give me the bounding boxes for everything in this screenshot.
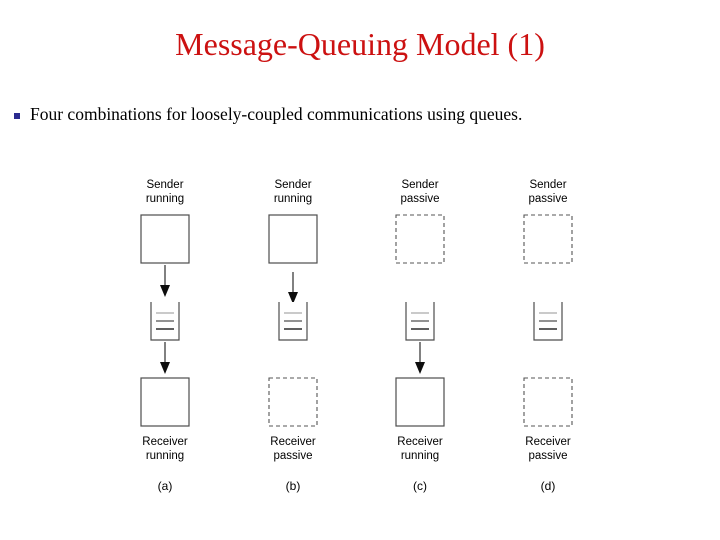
panel-c-receiver-label-line1: Receiver: [397, 436, 443, 448]
panel-c-receiver-label-line2: running: [401, 450, 439, 462]
panel-c-receiver-box: [395, 377, 445, 427]
panel-a-sender-box: [140, 214, 190, 264]
panel-d-receiver-box: [523, 377, 573, 427]
panel-d: Sender passive Receiver passive (d): [523, 179, 573, 493]
panel-d-sender-label-line1: Sender: [529, 179, 566, 191]
panel-a-arrow-sender-to-queue: [159, 264, 171, 298]
panel-c-arrow-queue-to-receiver: [414, 341, 426, 375]
panel-b-queue: [278, 301, 308, 341]
panel-b-sender-label-line1: Sender: [274, 179, 311, 191]
panel-a-sender-label-line2: running: [146, 193, 184, 205]
panel-c-queue: [405, 301, 435, 341]
diagram-canvas: Sender running Receiver running (a) Send…: [140, 179, 573, 493]
panel-b-sender-box: [268, 214, 318, 264]
panel-d-receiver-label-line1: Receiver: [525, 436, 571, 448]
panel-c: Sender passive Receiver running (c): [395, 179, 445, 493]
panel-a-sender-label-line1: Sender: [146, 179, 183, 191]
panel-c-sender-label-line2: passive: [401, 193, 440, 205]
bullet-list: Four combinations for loosely-coupled co…: [14, 104, 714, 124]
panel-a-receiver-label-line1: Receiver: [142, 436, 188, 448]
panel-b-letter: (b): [286, 479, 301, 493]
panel-a-arrow-queue-to-receiver: [159, 341, 171, 375]
message-queuing-combinations-diagram: Sender running Receiver running (a) Send…: [110, 160, 620, 505]
panel-b-arrow-sender-to-queue: [287, 271, 299, 305]
panel-a-queue: [150, 301, 180, 341]
page-title: Message-Queuing Model (1): [175, 26, 545, 62]
panel-b-sender-label-line2: running: [274, 193, 312, 205]
panel-a-receiver-label-line2: running: [146, 450, 184, 462]
panel-a: Sender running Receiver running (a): [140, 179, 190, 493]
panel-c-letter: (c): [413, 479, 427, 493]
panel-a-receiver-box: [140, 377, 190, 427]
panel-b: Sender running Receiver passive (b): [268, 179, 318, 493]
square-bullet-icon: [14, 113, 20, 119]
panel-b-receiver-label-line2: passive: [274, 450, 313, 462]
panel-a-letter: (a): [158, 479, 173, 493]
panel-b-receiver-label-line1: Receiver: [270, 436, 316, 448]
panel-d-sender-label-line2: passive: [529, 193, 568, 205]
panel-d-sender-box: [523, 214, 573, 264]
panel-d-queue: [533, 301, 563, 341]
panel-b-receiver-box: [268, 377, 318, 427]
panel-c-sender-box: [395, 214, 445, 264]
bullet-item-text: Four combinations for loosely-coupled co…: [30, 104, 523, 124]
panel-d-letter: (d): [541, 479, 556, 493]
panel-c-sender-label-line1: Sender: [401, 179, 438, 191]
panel-d-receiver-label-line2: passive: [529, 450, 568, 462]
